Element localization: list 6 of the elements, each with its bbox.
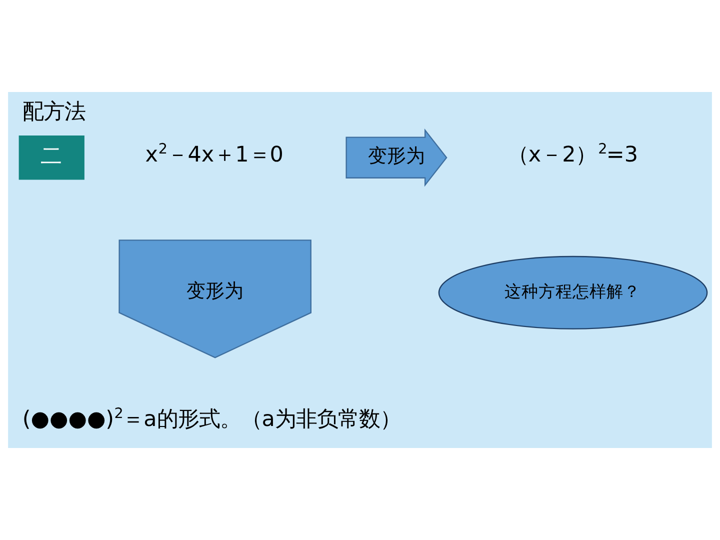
node-ellipse: 这种方程怎样解？ — [438, 256, 708, 330]
node-text: x$^{2}$－4x＋1＝0 — [145, 142, 284, 168]
node-text: (●●●●)$^{2}$＝a的形式。（a为非负常数） — [22, 406, 401, 432]
node-text: （x－2）$^{2}$=3 — [507, 142, 638, 168]
diagram-title: 配方法 — [22, 100, 86, 125]
label: 二 — [40, 144, 62, 169]
